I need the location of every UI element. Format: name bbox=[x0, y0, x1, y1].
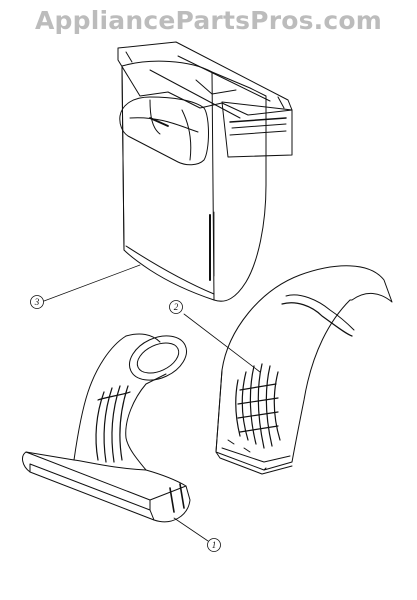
part-2-grille bbox=[235, 363, 281, 449]
callout-1-leader bbox=[173, 517, 209, 542]
callout-2-label: 2 bbox=[174, 302, 179, 312]
callout-circles bbox=[30, 295, 221, 552]
part-3-head bbox=[119, 96, 209, 166]
part-2-outer-outline bbox=[215, 265, 393, 471]
part-3-housing bbox=[117, 41, 293, 302]
callout-2-leader bbox=[183, 313, 261, 373]
callout-3-label: 3 bbox=[34, 297, 40, 307]
part-1-collar bbox=[129, 335, 187, 381]
callout-1-circle bbox=[207, 538, 221, 552]
callout-2-circle bbox=[169, 300, 183, 314]
callout-3-circle bbox=[30, 295, 44, 309]
callout-leaders bbox=[43, 264, 261, 542]
part-1-grille bbox=[95, 385, 131, 463]
callout-3-leader bbox=[43, 264, 141, 302]
part-3-side-panel bbox=[221, 101, 293, 158]
callout-1-label: 1 bbox=[212, 540, 217, 550]
part-1-body bbox=[22, 335, 191, 523]
part-1-floor-nozzle bbox=[22, 333, 191, 523]
part-2-curved-cover bbox=[215, 265, 393, 475]
watermark-text: AppliancePartsPros.com bbox=[34, 6, 383, 35]
part-3-body-outline bbox=[121, 60, 267, 302]
